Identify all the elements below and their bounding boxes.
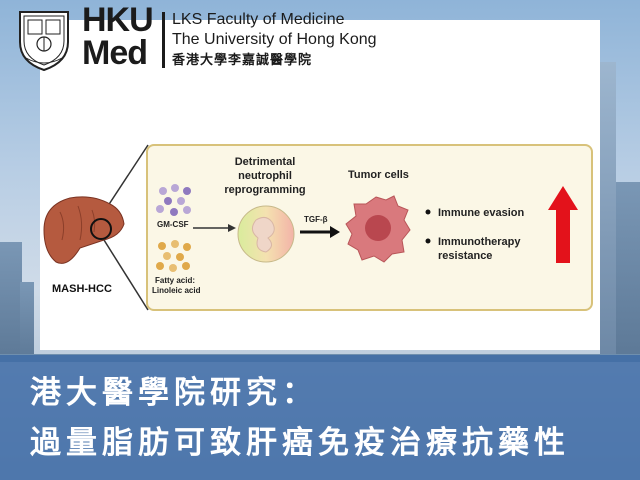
faculty-zh: 香港大學李嘉誠醫學院 — [172, 52, 313, 67]
reprog-title-3: reprogramming — [224, 184, 305, 196]
faculty-line1: LKS Faculty of Medicine — [172, 11, 345, 28]
reprog-title-1: Detrimental — [235, 156, 296, 168]
bullet-dot-2 — [425, 238, 431, 244]
fatty-acid-label-2: Linoleic acid — [152, 286, 201, 295]
bullet-dot-1 — [425, 209, 431, 215]
liver-zoom-circle — [90, 218, 112, 240]
logo-hku: HKU — [82, 1, 154, 39]
liver-label: MASH-HCC — [52, 283, 112, 295]
bullet-resistance: resistance — [438, 250, 492, 262]
gmcsf-molecules-icon — [156, 184, 191, 216]
building — [20, 282, 34, 362]
building — [616, 182, 640, 362]
tumor-title: Tumor cells — [348, 169, 409, 181]
liver-icon — [43, 196, 125, 264]
reprog-title-2: neutrophil — [238, 170, 292, 182]
gmcsf-label: GM-CSF — [157, 220, 189, 229]
bullet-immunotherapy: Immunotherapy — [438, 236, 521, 248]
hku-med-wordmark: HKU Med — [82, 1, 154, 72]
tumor-nucleus — [365, 215, 391, 241]
logo-med: Med — [82, 34, 148, 72]
headline-line2: 過量脂肪可致肝癌免疫治療抗藥性 — [30, 425, 570, 461]
building — [600, 62, 616, 362]
input-arrowhead — [228, 224, 236, 232]
faculty-line2: The University of Hong Kong — [172, 31, 377, 48]
headline-line1: 港大醫學院研究： — [30, 375, 318, 411]
header: HKU Med LKS Faculty of Medicine The Univ… — [0, 0, 640, 80]
headline-banner: 港大醫學院研究： 過量脂肪可致肝癌免疫治療抗藥性 — [0, 355, 640, 480]
increase-arrow-icon — [548, 186, 578, 263]
tgf-label: TGF-β — [304, 215, 328, 224]
callout-line-bottom — [103, 239, 149, 311]
neutrophil-nucleus — [252, 216, 275, 253]
bullet-immune-evasion: Immune evasion — [438, 207, 524, 219]
tgf-arrowhead — [330, 226, 340, 238]
fatty-acid-molecules-icon — [156, 240, 191, 272]
hku-crest-logo — [19, 11, 69, 72]
building — [0, 242, 22, 362]
faculty-name: LKS Faculty of Medicine The University o… — [172, 10, 377, 70]
logo-divider — [162, 12, 165, 68]
fatty-acid-label-1: Fatty acid: — [155, 276, 195, 285]
